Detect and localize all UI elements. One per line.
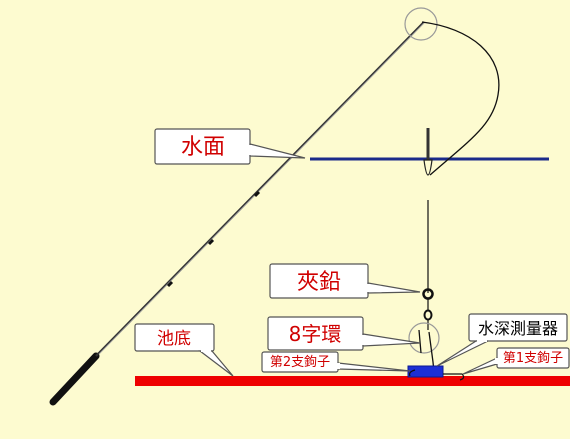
label-hook-1: 第1支鉤子 (503, 351, 563, 366)
label-water-surface: 水面 (181, 135, 225, 160)
callout-water-surface: 水面 (154, 128, 306, 165)
pond-bottom-bar (135, 376, 570, 386)
fishing-rod (49, 21, 426, 406)
callout-sinker: 夾鉛 (269, 263, 421, 299)
callout-hook-2: 第2支鉤子 (261, 351, 411, 373)
swivel-highlight (408, 322, 440, 354)
callout-hook-1: 第1支鉤子 (462, 347, 570, 375)
label-sinker: 夾鉛 (297, 270, 341, 295)
hook-2-shape (408, 369, 416, 377)
depth-gauge-block (407, 365, 444, 378)
label-pond-bottom: 池底 (157, 329, 191, 349)
callout-swivel: 8字環 (267, 316, 421, 351)
label-depth-gauge: 水深測量器 (478, 319, 558, 338)
sinker-shape (422, 288, 434, 300)
label-hook-2: 第2支鉤子 (270, 355, 330, 370)
label-swivel: 8字環 (289, 322, 342, 346)
fishing-line (421, 21, 500, 176)
callout-depth-gauge: 水深測量器 (436, 313, 568, 367)
hook-1-shape (443, 373, 465, 381)
callout-pond-bottom: 池底 (134, 323, 234, 377)
swivel-shape (423, 309, 433, 321)
float (423, 128, 433, 293)
